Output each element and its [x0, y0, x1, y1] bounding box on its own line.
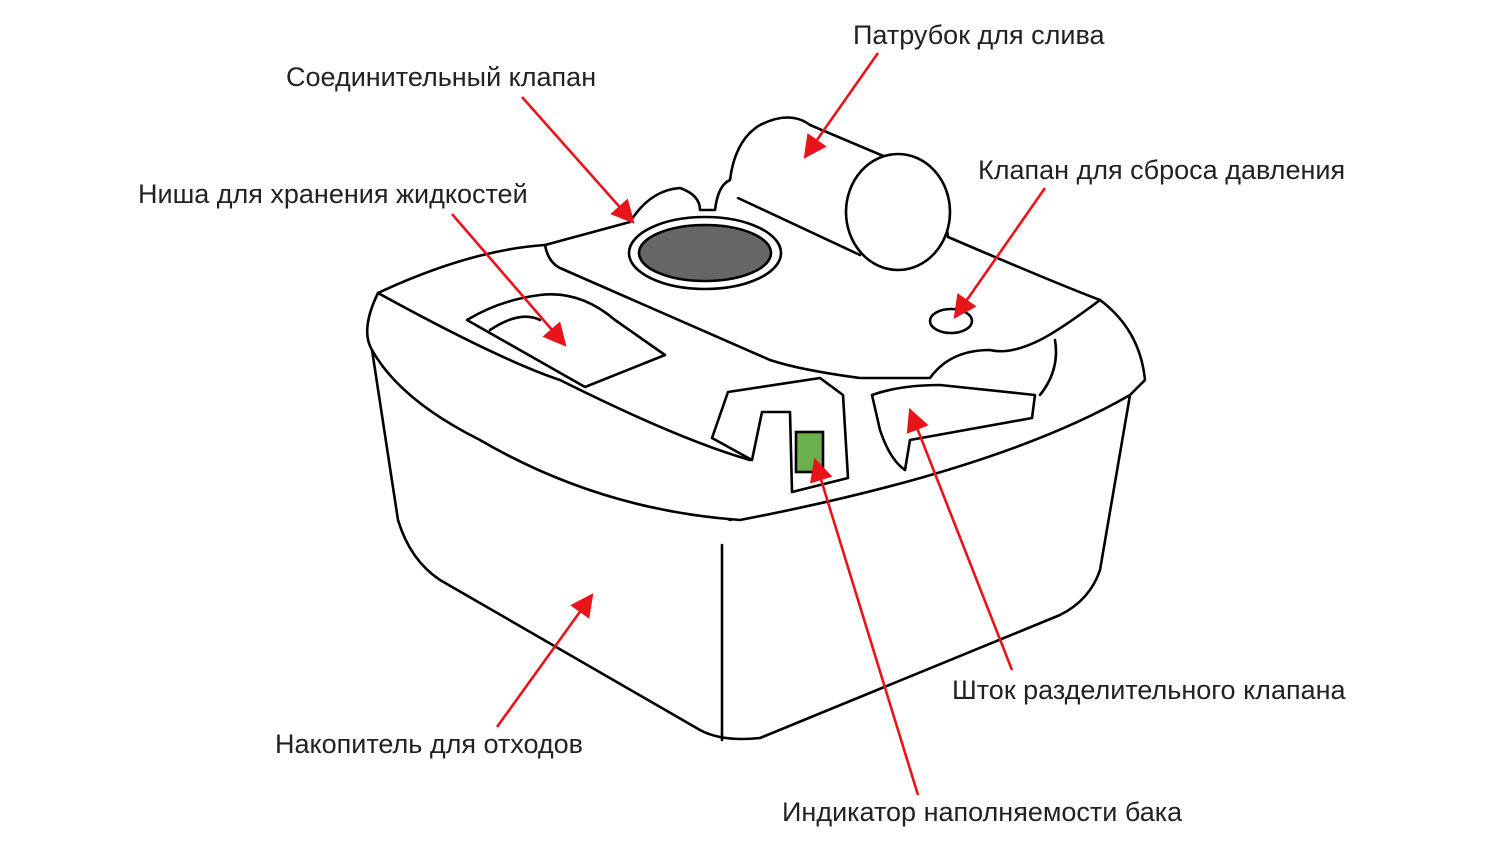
arrow-fluid-niche — [451, 213, 567, 347]
label-fluid-niche: Ниша для хранения жидкостей — [138, 179, 528, 209]
arrow-connecting-valve — [521, 96, 635, 224]
pressure-valve-shape — [928, 307, 974, 335]
label-fill-indicator: Индикатор наполняемости бака — [782, 797, 1183, 827]
arrow-separator-rod — [906, 407, 1014, 671]
arrow-pressure-valve — [953, 187, 1047, 319]
arrow-drain-pipe — [803, 52, 880, 159]
arrow-waste-tank — [495, 593, 594, 728]
label-pressure-valve: Клапан для сброса давления — [978, 155, 1346, 185]
label-separator-rod: Шток разделительного клапана — [952, 675, 1346, 705]
label-drain-pipe: Патрубок для слива — [853, 20, 1105, 50]
arrow-fill-indicator — [810, 457, 920, 796]
label-waste-tank: Накопитель для отходов — [275, 729, 584, 759]
label-connecting-valve: Соединительный клапан — [286, 62, 597, 92]
